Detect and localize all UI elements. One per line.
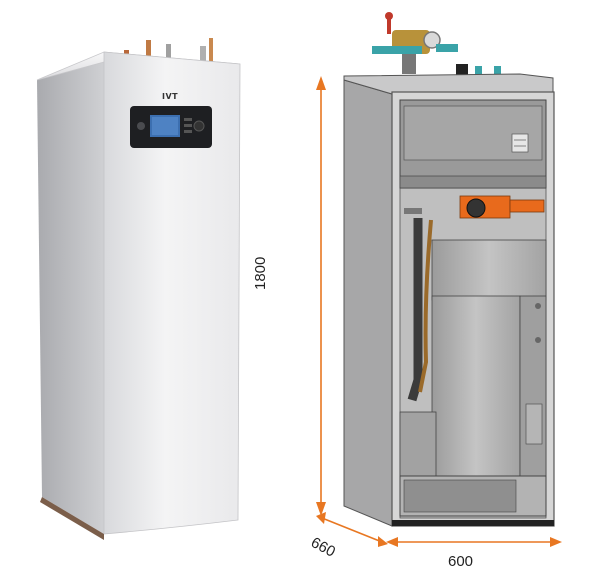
dimension-height — [316, 76, 326, 516]
width-dimension-label: 600 — [448, 553, 474, 570]
control-panel — [130, 106, 212, 148]
electrical-box — [399, 99, 547, 189]
dimension-width — [386, 537, 562, 547]
brand-logo: IVT — [162, 92, 179, 101]
water-tank — [431, 239, 547, 477]
base-feet — [392, 520, 554, 526]
valve-assembly — [372, 12, 501, 80]
lower-compartment — [399, 411, 547, 517]
flow-pipes — [404, 208, 433, 402]
casing-bottom-trim — [40, 497, 104, 540]
casing-front-face — [103, 51, 241, 535]
frame-side-face — [343, 79, 393, 527]
circulation-pump — [459, 195, 545, 219]
dimension-depth — [316, 512, 388, 547]
heat-pump-cutaway — [343, 12, 555, 527]
casing-side-face — [37, 52, 104, 534]
heat-pump-exterior — [36, 38, 241, 540]
height-dimension-label: 1800 — [252, 256, 269, 290]
